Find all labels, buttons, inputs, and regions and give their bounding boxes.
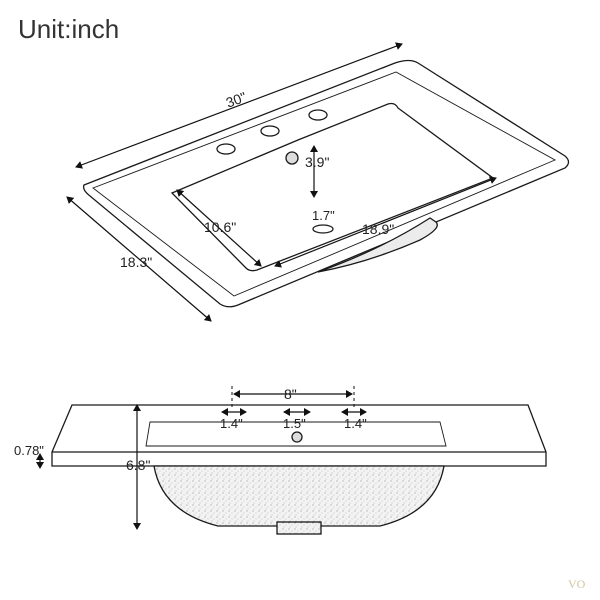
side-view-bowl-top <box>145 421 447 447</box>
bowl-width-dimension-line <box>274 176 497 268</box>
side-view: 8" 1.4" 1.5" 1.4" 0.78" 6.8" <box>14 386 547 535</box>
drain-diameter-label: 1.7" <box>312 208 335 223</box>
right-hole-label: 1.4" <box>344 416 367 431</box>
faucet-to-bowl-label: 3.9" <box>305 154 329 170</box>
center-faucet-hole <box>260 125 280 137</box>
watermark: VO <box>568 577 586 591</box>
side-view-drain-tailpiece <box>276 521 322 535</box>
left-faucet-hole <box>216 143 236 155</box>
top-view-countertop-outline <box>82 59 570 308</box>
side-view-bowl-body <box>153 465 445 527</box>
side-view-overflow-icon <box>291 431 303 443</box>
depth-dimension-line <box>66 196 212 322</box>
top-view-bowl-opening <box>170 102 495 272</box>
left-hole-label: 1.4" <box>220 416 243 431</box>
unit-label: Unit:inch <box>18 14 119 44</box>
bowl-front-back-dimension-line <box>176 189 262 267</box>
deck-thickness-label: 0.78" <box>14 443 44 458</box>
drain-icon <box>312 224 334 234</box>
width-dimension-line <box>75 42 403 169</box>
depth-label: 18.3" <box>120 254 152 270</box>
width-label: 30" <box>224 89 249 111</box>
total-height-label: 6.8" <box>126 457 150 473</box>
bowl-front-back-label: 10.6" <box>204 219 236 235</box>
top-view: 30" 18.3" 10.6" 18.9" 3.9" 1.7" <box>66 42 570 322</box>
overflow-hole <box>285 151 299 165</box>
right-faucet-hole <box>308 109 328 121</box>
center-hole-label: 1.5" <box>283 416 306 431</box>
bowl-width-label: 18.9" <box>362 221 394 237</box>
faucet-spread-label: 8" <box>284 386 297 402</box>
